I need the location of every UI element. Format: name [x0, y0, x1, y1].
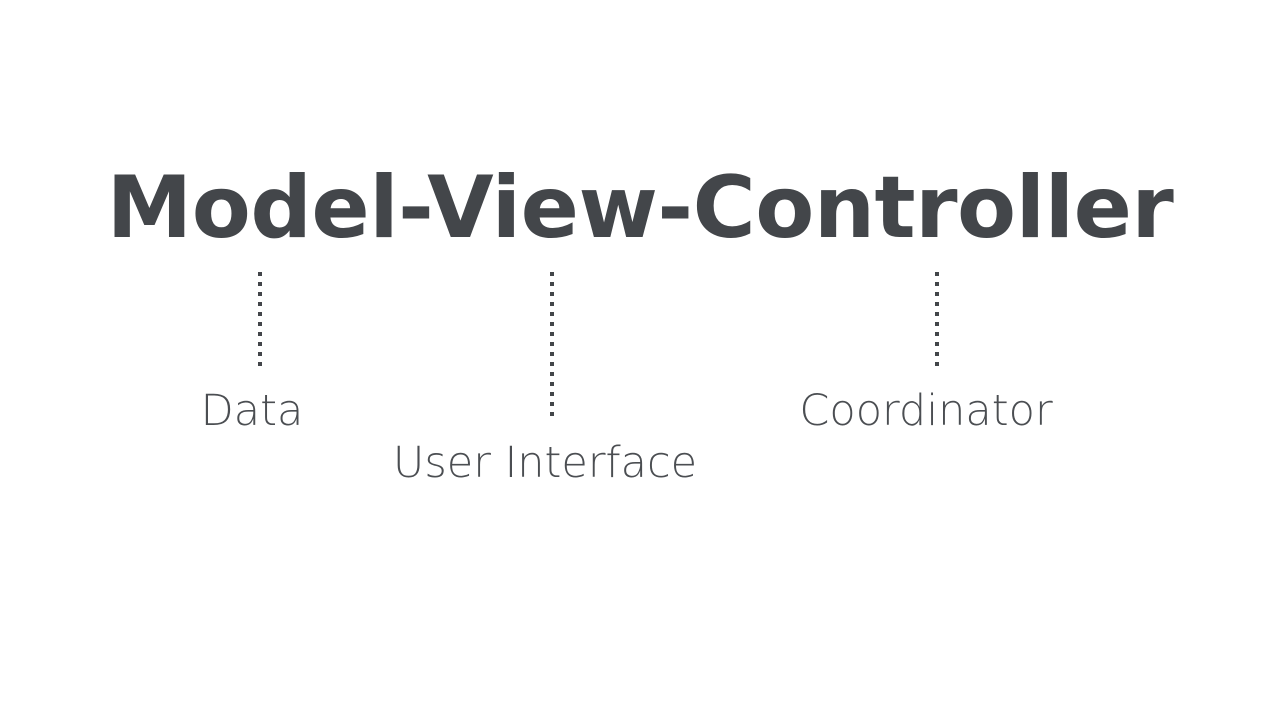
- view-connector-dotted-line: [550, 272, 554, 418]
- model-connector-dotted-line: [258, 272, 262, 366]
- controller-label: Coordinator: [799, 386, 1053, 436]
- page-title: Model-View-Controller: [106, 158, 1174, 258]
- view-label: User Interface: [392, 438, 698, 488]
- model-label: Data: [200, 386, 304, 436]
- controller-connector-dotted-line: [935, 272, 939, 366]
